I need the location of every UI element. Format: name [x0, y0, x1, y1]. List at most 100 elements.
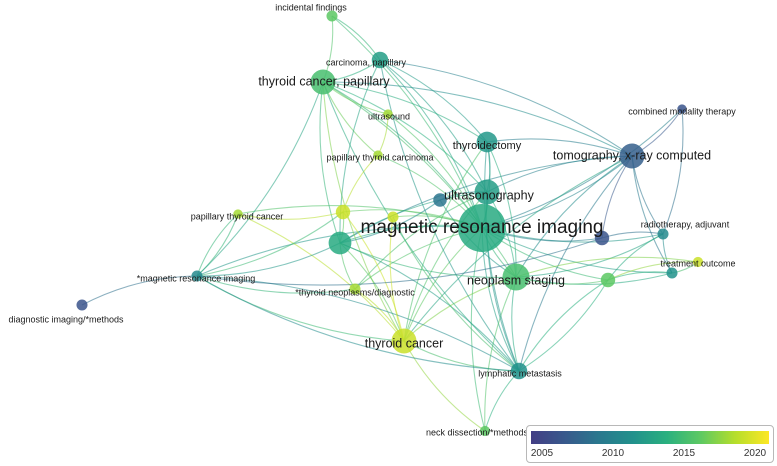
edge-lymph-starmri: [196, 275, 520, 372]
label-ultrasono[interactable]: ultrasonography: [444, 188, 534, 202]
node-ptc[interactable]: [373, 150, 383, 160]
label-starneo[interactable]: *thyroid neoplasms/diagnostic: [295, 287, 415, 297]
edge-u7-lymph: [392, 216, 520, 372]
edge-thyroidectomy-tc: [403, 141, 488, 342]
label-treat[interactable]: treatment outcome: [660, 258, 735, 268]
node-radio[interactable]: [657, 228, 669, 240]
label-pthc[interactable]: papillary thyroid cancer: [191, 211, 284, 221]
node-ultrasound[interactable]: [383, 109, 393, 119]
edge-neostage-neck: [484, 276, 517, 432]
label-neostage[interactable]: neoplasm staging: [467, 273, 565, 287]
edge-mri-carc: [379, 59, 483, 229]
edge-tc-neck: [403, 340, 486, 432]
edge-neostage-treat: [515, 272, 673, 286]
edge-tomo-thyroidectomy: [486, 138, 633, 157]
edge-ultrasono-carc: [379, 59, 488, 193]
edge-thyroidectomy-lymph: [484, 141, 520, 372]
legend-tick-2015: 2015: [672, 448, 696, 459]
label-incid[interactable]: incidental findings: [275, 2, 347, 12]
edge-starmri-u1: [196, 242, 341, 277]
edge-starmri-pthc: [196, 213, 239, 277]
edge-starmri-diagimg: [81, 275, 198, 306]
label-ultrasound[interactable]: ultrasound: [368, 111, 410, 121]
label-carc[interactable]: carcinoma, papillary: [326, 57, 407, 67]
edge-starmri-tc: [196, 275, 405, 342]
label-diagimg[interactable]: diagnostic imaging/*methods: [8, 314, 124, 324]
edge-u1-u4: [339, 199, 441, 244]
node-mri[interactable]: [458, 204, 506, 252]
edge-tc-u1: [339, 242, 405, 342]
edge-pthc-u2: [237, 211, 344, 220]
node-pthc[interactable]: [233, 209, 243, 219]
edge-pthc-starmri: [196, 213, 239, 277]
node-u3[interactable]: [594, 230, 610, 246]
edge-carc-u1: [339, 59, 381, 244]
edge-mri-combined: [481, 108, 683, 229]
edge-radio-u3: [601, 231, 664, 239]
label-combined[interactable]: combined modality therapy: [628, 106, 736, 116]
edge-carc-lymph: [379, 59, 520, 372]
node-tc[interactable]: [391, 328, 417, 354]
edge-starmri-lymph: [196, 275, 520, 372]
edge-u1-neostage: [339, 242, 517, 278]
edge-lymph-neck: [484, 370, 520, 432]
node-starneo[interactable]: [349, 283, 361, 295]
edge-lymph-u5: [518, 279, 609, 372]
node-carc[interactable]: [371, 51, 389, 69]
label-tc[interactable]: thyroid cancer: [365, 336, 444, 350]
label-radio[interactable]: radiotherapy, adjuvant: [641, 219, 730, 229]
node-neck[interactable]: [479, 425, 491, 437]
node-incid[interactable]: [326, 10, 338, 22]
edge-tc-u2: [342, 211, 405, 342]
node-neostage[interactable]: [502, 263, 530, 291]
legend-gradient-bar: [531, 431, 769, 444]
edge-thyroidectomy-tcp: [322, 81, 488, 143]
edge-neostage-tc: [403, 276, 517, 342]
edge-u6-neostage: [515, 256, 699, 278]
edge-tomo-tcp: [322, 81, 633, 157]
node-u4[interactable]: [433, 193, 447, 207]
node-combined[interactable]: [677, 104, 687, 114]
node-u2[interactable]: [335, 204, 351, 220]
edge-lymph-u1: [339, 242, 520, 372]
node-u5[interactable]: [600, 272, 616, 288]
edge-ultrasono-tcp: [322, 81, 488, 193]
label-mri[interactable]: magnetic resonance imaging: [361, 217, 604, 238]
node-lymph[interactable]: [510, 362, 528, 380]
legend-tick-2020: 2020: [743, 448, 767, 459]
edge-ptc-u2: [342, 154, 379, 213]
node-tcp[interactable]: [310, 69, 336, 95]
edge-tc-pthc: [237, 213, 405, 342]
year-color-legend: 2005 2010 2015 2020: [526, 425, 774, 463]
node-u7[interactable]: [387, 211, 399, 223]
label-tomo[interactable]: tomography, x-ray computed: [553, 148, 711, 162]
edge-starmri-starneo: [196, 275, 356, 294]
node-diagimg[interactable]: [76, 299, 88, 311]
edge-u5-lymph: [518, 279, 609, 372]
edge-starmri-u2: [196, 211, 344, 277]
node-tomo[interactable]: [619, 143, 645, 169]
label-lymph[interactable]: lymphatic metastasis: [478, 368, 562, 378]
label-ptc[interactable]: papillary thyroid carcinoma: [326, 152, 433, 162]
label-neck[interactable]: neck dissection/*methods: [426, 427, 529, 437]
label-tcp[interactable]: thyroid cancer, papillary: [258, 74, 390, 88]
label-starmri[interactable]: *magnetic resonance imaging: [137, 273, 256, 283]
edge-radio-combined: [662, 108, 684, 235]
node-treat[interactable]: [666, 267, 678, 279]
edge-tcp-u1: [319, 81, 341, 244]
node-u6[interactable]: [692, 256, 704, 268]
edge-neostage-thyroidectomy: [486, 141, 517, 278]
edge-starmri-u3: [196, 237, 603, 286]
node-u1[interactable]: [328, 231, 352, 255]
edge-u7-tc: [389, 216, 405, 342]
legend-tick-2005: 2005: [530, 448, 554, 459]
edge-ultrasono-u1: [339, 191, 488, 244]
edge-u6-u5: [607, 261, 699, 281]
label-thyroidectomy[interactable]: thyroidectomy: [453, 140, 522, 152]
node-ultrasono[interactable]: [474, 179, 500, 205]
edge-mri-incid: [331, 15, 483, 229]
node-starmri[interactable]: [191, 270, 203, 282]
edge-tomo-carc: [379, 59, 633, 157]
node-thyroidectomy[interactable]: [476, 131, 498, 153]
